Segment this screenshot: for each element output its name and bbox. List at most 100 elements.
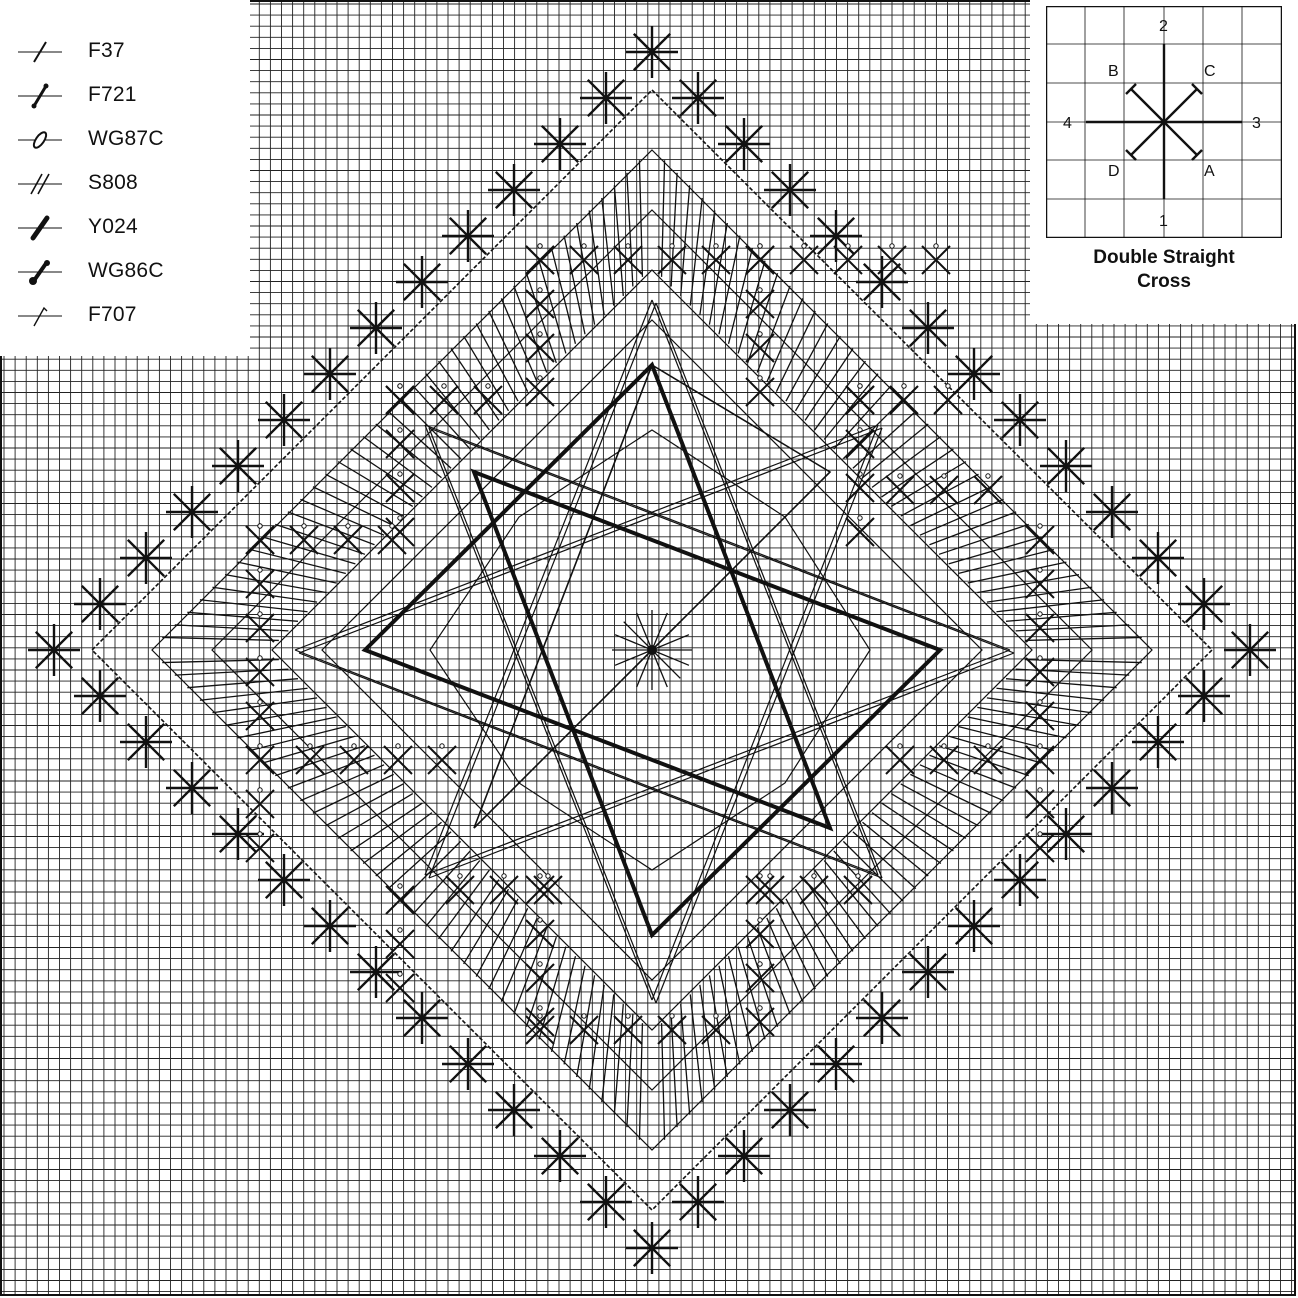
- lattice-bead: [538, 874, 542, 878]
- legend-code: Y024: [88, 215, 138, 239]
- lattice-bead: [626, 244, 630, 248]
- lattice-bead: [538, 332, 542, 336]
- lattice-bead: [986, 744, 990, 748]
- double-cross-stitch: [672, 1176, 724, 1228]
- band-stitch: [489, 908, 528, 989]
- lattice-bead: [858, 516, 862, 520]
- lattice-bead: [398, 472, 402, 476]
- legend-code: F37: [88, 39, 125, 63]
- lattice-bead: [538, 918, 542, 922]
- star-spoke: [429, 428, 1014, 653]
- double-cross-stitch: [120, 716, 172, 768]
- band-stitch: [891, 794, 966, 839]
- lattice-bead: [302, 524, 306, 528]
- band-stitch: [796, 336, 841, 411]
- band-stitch: [489, 311, 528, 392]
- lattice-bead: [890, 244, 894, 248]
- lattice-bead: [398, 972, 402, 976]
- band-stitch: [501, 918, 537, 1002]
- band-stitch: [338, 462, 413, 507]
- band-stitch: [949, 537, 1042, 564]
- oval-slash-icon: [18, 126, 62, 154]
- lattice-bead: [398, 428, 402, 432]
- legend-item: F721: [8, 74, 246, 118]
- legend-code: S808: [88, 171, 138, 195]
- band-stitch: [288, 512, 375, 545]
- double-cross-stitch: [672, 72, 724, 124]
- legend-item: S808: [8, 162, 246, 206]
- lattice-bead: [396, 744, 400, 748]
- point-a-label: A: [1204, 163, 1215, 180]
- legend-item: WG87C: [8, 118, 246, 162]
- lattice-bead: [934, 244, 938, 248]
- lattice-bead: [758, 376, 762, 380]
- double-cross-stitch: [1178, 670, 1230, 722]
- lattice-bead: [258, 700, 262, 704]
- band-stitch: [263, 537, 356, 564]
- lattice-bead: [758, 918, 762, 922]
- lattice-bead: [352, 744, 356, 748]
- double-cross-stitch: [120, 532, 172, 584]
- double-cross-stitch: [626, 26, 678, 78]
- legend-code: F721: [88, 83, 137, 107]
- lattice-bead: [758, 288, 762, 292]
- band-stitch: [729, 248, 753, 344]
- lattice-bead: [398, 928, 402, 932]
- double-cross-stitch: [1224, 624, 1276, 676]
- lattice-bead: [486, 384, 490, 388]
- lattice-bead: [942, 474, 946, 478]
- point-2-label: 2: [1159, 18, 1168, 35]
- double-cross-stitch: [1040, 808, 1092, 860]
- band-stitch: [910, 774, 991, 813]
- lattice-bead: [758, 332, 762, 336]
- stitch-diagram: 2 1 4 3 B C D A: [1046, 6, 1282, 238]
- band-stitch: [1025, 637, 1142, 640]
- band-stitch: [1025, 660, 1142, 663]
- center-burst-ray: [652, 650, 680, 678]
- center-dot: [647, 645, 657, 655]
- band-stitch: [162, 637, 279, 640]
- band-stitch: [338, 794, 413, 839]
- double-slash-icon: [18, 170, 62, 198]
- lattice-bead: [442, 384, 446, 388]
- lattice-bead: [538, 244, 542, 248]
- double-cross-stitch: [396, 992, 448, 1044]
- double-cross-stitch: [994, 854, 1046, 906]
- double-cross-stitch: [856, 256, 908, 308]
- caption-line-1: Double Straight: [1046, 246, 1282, 270]
- band-stitch: [767, 298, 803, 382]
- band-stitch: [939, 524, 1029, 554]
- double-cross-stitch: [1086, 486, 1138, 538]
- double-cross-stitch: [304, 348, 356, 400]
- double-cross-stitch: [534, 118, 586, 170]
- legend-item: F707: [8, 294, 246, 338]
- star-spoke: [295, 650, 878, 875]
- double-cross-stitch: [902, 302, 954, 354]
- lattice-bead: [440, 744, 444, 748]
- lattice-bead: [582, 244, 586, 248]
- lattice-bead: [390, 524, 394, 528]
- lattice-bead: [1038, 656, 1042, 660]
- band-stitch: [729, 956, 753, 1052]
- lattice-bead: [714, 244, 718, 248]
- band-stitch: [200, 600, 308, 612]
- double-cross-stitch: [488, 1084, 540, 1136]
- lattice-bead: [670, 244, 674, 248]
- double-cross-stitch: [718, 1130, 770, 1182]
- double-cross-stitch: [166, 486, 218, 538]
- double-cross-stitch: [764, 164, 816, 216]
- double-cross-stitch: [442, 210, 494, 262]
- lattice-bead: [812, 874, 816, 878]
- double-cross-stitch: [258, 394, 310, 446]
- caption-line-2: Cross: [1046, 270, 1282, 294]
- diagram-caption: Double Straight Cross: [1046, 246, 1282, 294]
- double-cross-stitch: [810, 1038, 862, 1090]
- double-cross-stitch: [534, 1130, 586, 1182]
- double-cross-stitch: [626, 1222, 678, 1274]
- lattice-bead: [1038, 788, 1042, 792]
- lattice-bead: [502, 874, 506, 878]
- lattice-bead: [582, 1014, 586, 1018]
- band-stitch: [776, 908, 815, 989]
- lattice-bead: [942, 744, 946, 748]
- star-spoke: [425, 650, 1010, 875]
